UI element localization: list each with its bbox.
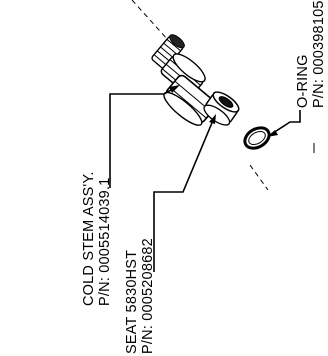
cold-stem-leader (109, 85, 180, 188)
cold-stem-label: COLD STEM ASS'Y. P/N: 0005514039.1 (81, 171, 113, 306)
cold-stem-assembly (151, 34, 217, 126)
seat-label: SEAT 5830HST P/N: 0005208682 (124, 238, 156, 354)
o-ring-part-number: P/N: 0003981050 (311, 0, 327, 108)
cold-stem-part-number: P/N: 0005514039.1 (97, 178, 113, 306)
seat-name: SEAT 5830HST (124, 250, 140, 354)
seat-leader (153, 114, 216, 272)
seat-part-number: P/N: 0005208682 (140, 238, 156, 354)
o-ring-label: O-RING P/N: 0003981050 (295, 0, 327, 108)
o-ring-leader (267, 110, 301, 137)
o-ring-name: O-RING (295, 54, 311, 108)
o-ring-part (243, 126, 271, 150)
cold-stem-name: COLD STEM ASS'Y. (81, 171, 97, 306)
